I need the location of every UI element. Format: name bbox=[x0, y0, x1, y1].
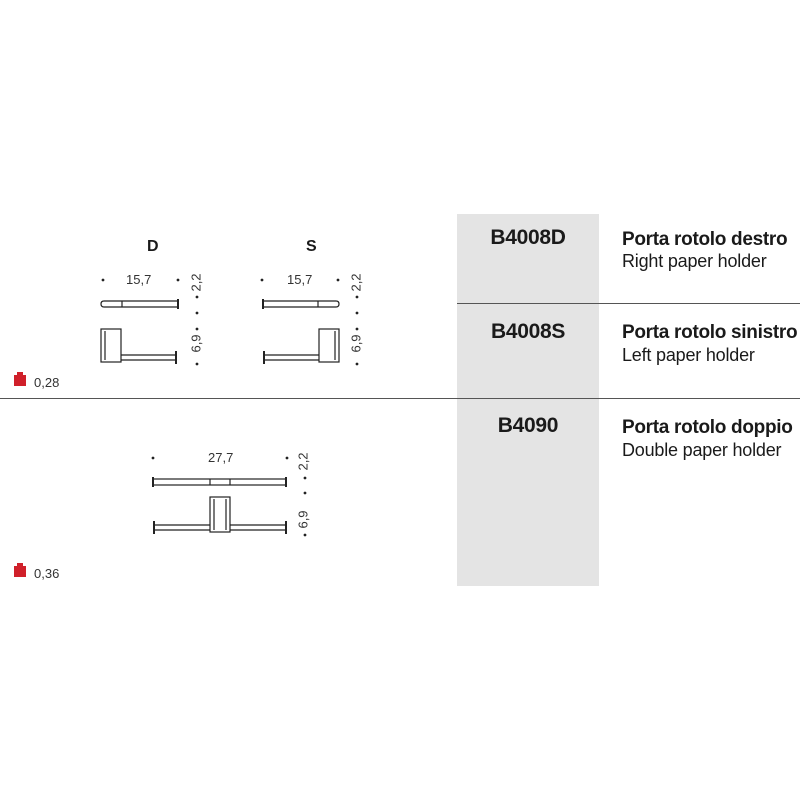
product-code-b4008s: B4008S bbox=[490, 320, 566, 343]
width-dimension-double: 27,7 bbox=[208, 450, 234, 465]
weight-icon bbox=[14, 372, 26, 386]
product-code-b4008d: B4008D bbox=[490, 226, 566, 249]
variant-label-d: D bbox=[147, 238, 159, 255]
width-dimension-d: 15,7 bbox=[126, 272, 152, 287]
product-title-b4090: Porta rotolo doppio bbox=[622, 417, 793, 438]
separator-full bbox=[0, 398, 800, 399]
product-title-b4008s: Porta rotolo sinistro bbox=[622, 322, 798, 343]
product-code-b4090: B4090 bbox=[497, 414, 559, 437]
weight-icon bbox=[14, 563, 26, 577]
product-subtitle-b4090: Double paper holder bbox=[622, 440, 782, 460]
width-dimension-s: 15,7 bbox=[287, 272, 313, 287]
code-column bbox=[457, 214, 599, 586]
separator-right-top bbox=[457, 303, 800, 304]
product-subtitle-b4008d: Right paper holder bbox=[622, 251, 767, 271]
weight-value-single: 0,28 bbox=[34, 375, 60, 390]
weight-value-double: 0,36 bbox=[34, 566, 60, 581]
variant-label-s: S bbox=[306, 238, 317, 255]
product-title-b4008d: Porta rotolo destro bbox=[622, 229, 788, 250]
product-subtitle-b4008s: Left paper holder bbox=[622, 345, 755, 365]
